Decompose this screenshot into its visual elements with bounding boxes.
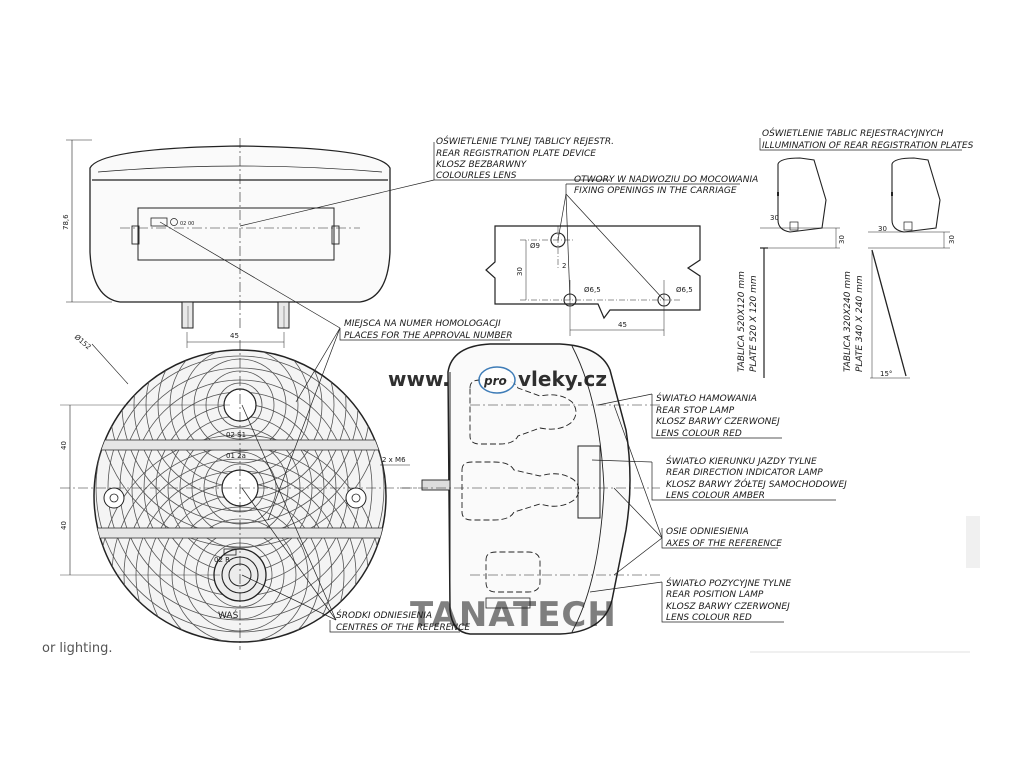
lamp-mark-2: 01 2a — [226, 452, 246, 460]
illum-dim-30a: 30 — [770, 214, 779, 222]
lamp-top-view — [66, 138, 391, 348]
fix-dim-45: 45 — [618, 321, 627, 329]
label-centres-reference: ŚRODKI ODNIESIENIA CENTRES OF THE REFERE… — [336, 609, 470, 633]
label-position-line1: ŚWIATŁO POZYCYJNE TYLNE — [666, 577, 791, 589]
dim-m6: 2 x M6 — [382, 456, 406, 464]
label-stop-line4: LENS COLOUR RED — [656, 429, 742, 439]
fixing-openings-view — [485, 225, 701, 336]
plate-illumination-views — [760, 157, 950, 379]
dim-diameter: Ø152 — [73, 333, 93, 351]
label-axes-line2: AXES OF THE REFERENCE — [665, 539, 782, 549]
lamp-mark-1: 02 S1 — [226, 431, 246, 439]
lamp-mark-4: WAŚ — [218, 609, 239, 621]
fix-dim-d65a: Ø6,5 — [584, 286, 601, 294]
label-plate1-line1: TABLICA 520X120 mm — [737, 271, 747, 372]
watermark-pro: pro — [483, 374, 507, 388]
label-axes-line1: OSIE ODNIESIENIA — [666, 527, 749, 537]
code-marker: 02 00 — [180, 221, 194, 227]
watermark-brand: TANATECH — [410, 595, 617, 635]
illum-dim-30b: 30 — [838, 235, 846, 244]
label-indicator-line4: LENS COLOUR AMBER — [666, 491, 765, 501]
dim-40-lower: 40 — [60, 521, 68, 530]
watermark-www: www. — [388, 367, 450, 391]
label-illum-line1: OŚWIETLENIE TABLIC REJESTRACYJNYCH — [762, 127, 944, 139]
lamp-front-view — [60, 340, 420, 650]
footer-text: or lighting. — [42, 641, 112, 656]
fix-dim-d65b: Ø6,5 — [676, 286, 693, 294]
edge-fragment — [966, 516, 980, 568]
leader-lines — [159, 138, 962, 633]
fix-dim-d9: Ø9 — [530, 242, 540, 250]
label-plate2-line1: TABLICA 320X240 mm — [843, 271, 853, 372]
label-plate2-line2: PLATE 340 X 240 mm — [855, 275, 865, 372]
label-stop-lamp: ŚWIATŁO HAMOWANIA REAR STOP LAMP KLOSZ B… — [656, 392, 780, 439]
label-position-lamp: ŚWIATŁO POZYCYJNE TYLNE REAR POSITION LA… — [666, 577, 791, 623]
label-axes-reference: OSIE ODNIESIENIA AXES OF THE REFERENCE — [665, 527, 782, 549]
label-homolog-line1: MIEJSCA NA NUMER HOMOLOGACJI — [344, 319, 501, 329]
watermark-domain: vleky.cz — [518, 367, 607, 391]
label-plate-line3: KLOSZ BEZBARWNY — [436, 160, 528, 170]
illum-dim-30c: 30 — [878, 225, 887, 233]
label-plate-line4: COLOURLES LENS — [436, 171, 517, 181]
label-centres-line1: ŚRODKI ODNIESIENIA — [336, 609, 432, 621]
label-position-line2: REAR POSITION LAMP — [666, 590, 764, 600]
illum-dim-angle: 15° — [880, 370, 892, 378]
label-stop-line2: REAR STOP LAMP — [656, 406, 735, 416]
label-stop-line3: KLOSZ BARWY CZERWONEJ — [656, 417, 780, 427]
label-position-line3: KLOSZ BARWY CZERWONEJ — [666, 602, 790, 612]
label-stop-line1: ŚWIATŁO HAMOWANIA — [656, 392, 757, 404]
dim-40-upper: 40 — [60, 441, 68, 450]
label-illum-line2: ILLUMINATION OF REAR REGISTRATION PLATES — [762, 141, 974, 151]
label-indicator-line2: REAR DIRECTION INDICATOR LAMP — [666, 468, 823, 478]
label-openings-line1: OTWORY W NADWOZIU DO MOCOWANIA — [574, 175, 758, 185]
label-centres-line2: CENTRES OF THE REFERENCE — [336, 623, 470, 633]
label-plate-device: OŚWIETLENIE TYLNEJ TABLICY REJESTR. REAR… — [436, 135, 614, 181]
label-plate-sizes: TABLICA 520X120 mm PLATE 520 X 120 mm TA… — [737, 271, 865, 372]
label-openings-line2: FIXING OPENINGS IN THE CARRIAGE — [574, 186, 737, 196]
label-plate-line1: OŚWIETLENIE TYLNEJ TABLICY REJESTR. — [436, 135, 614, 147]
label-fixing-openings: OTWORY W NADWOZIU DO MOCOWANIA FIXING OP… — [574, 175, 758, 196]
label-plate-line2: REAR REGISTRATION PLATE DEVICE — [436, 149, 596, 159]
fix-dim-2: 2 — [562, 262, 566, 270]
label-plate1-line2: PLATE 520 X 120 mm — [749, 275, 759, 372]
label-approval-number: MIEJSCA NA NUMER HOMOLOGACJI PLACES FOR … — [344, 319, 512, 341]
fix-dim-30: 30 — [516, 267, 524, 276]
illum-dim-30d: 30 — [948, 235, 956, 244]
label-illumination: OŚWIETLENIE TABLIC REJESTRACYJNYCH ILLUM… — [762, 127, 974, 151]
watermark-badge-icon — [478, 366, 516, 394]
label-indicator-lamp: ŚWIATŁO KIERUNKU JAZDY TYLNE REAR DIRECT… — [666, 455, 847, 501]
label-indicator-line1: ŚWIATŁO KIERUNKU JAZDY TYLNE — [666, 455, 817, 467]
label-position-line4: LENS COLOUR RED — [666, 613, 752, 623]
lamp-mark-3: 02 R — [214, 556, 230, 564]
label-homolog-line2: PLACES FOR THE APPROVAL NUMBER — [344, 331, 512, 341]
label-indicator-line3: KLOSZ BARWY ŻÓŁTEJ SAMOCHODOWEJ — [666, 478, 847, 490]
watermark-site: www. pro vleky.cz — [388, 366, 607, 394]
dim-height-top: 78,6 — [62, 214, 70, 230]
dim-bolt-spacing: 45 — [230, 332, 239, 340]
